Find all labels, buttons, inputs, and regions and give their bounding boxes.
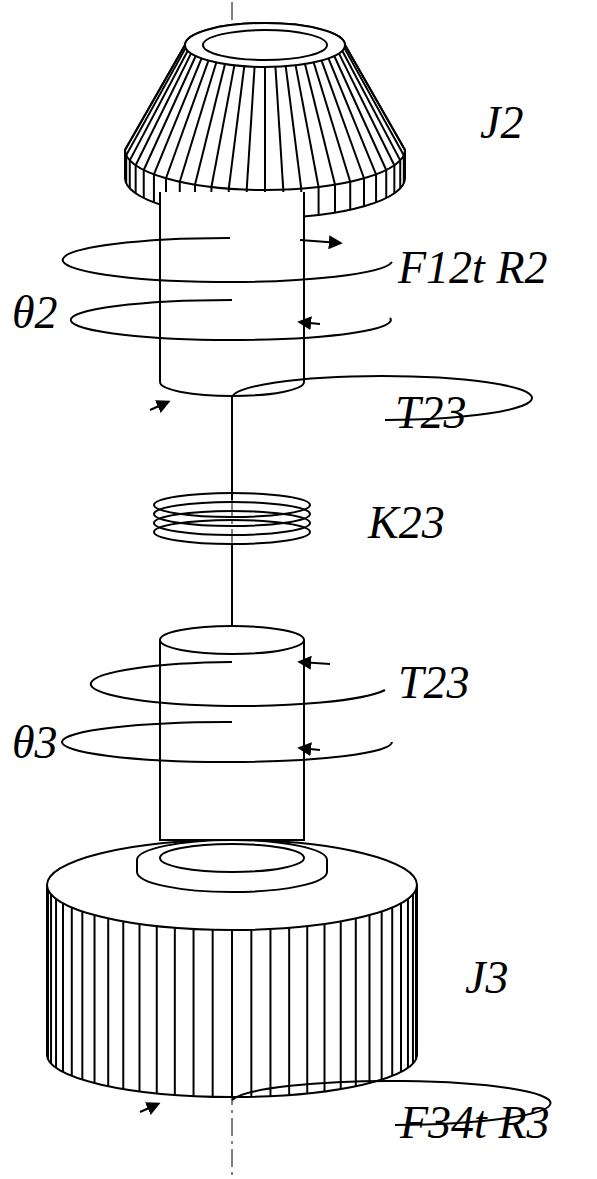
tooth-line: [55, 899, 57, 1068]
upper-shaft: [160, 192, 304, 396]
tooth-line: [403, 155, 405, 183]
spur-gear: [47, 840, 417, 1097]
tooth-line: [130, 51, 188, 161]
tooth-line: [306, 926, 308, 1093]
tooth-line: [368, 915, 370, 1083]
symbol-label: θ2: [12, 290, 58, 336]
tooth-line: [363, 178, 365, 206]
tooth-line: [334, 185, 336, 213]
tooth-line: [412, 894, 414, 1063]
tooth-line: [94, 915, 96, 1083]
tooth-line: [81, 911, 83, 1079]
tooth-line: [174, 928, 176, 1095]
tooth-line: [324, 924, 326, 1091]
symbol-label: F34t R3: [400, 1100, 549, 1146]
tooth-line: [139, 924, 141, 1091]
tooth-line: [136, 53, 191, 165]
tooth-line: [153, 174, 155, 202]
tooth-line: [340, 921, 342, 1089]
tooth-line: [318, 187, 320, 215]
tooth-line: [339, 53, 394, 165]
tooth-line: [269, 929, 271, 1096]
tooth-line: [250, 930, 252, 1097]
tooth-line: [122, 921, 124, 1089]
symbol-label: K23: [368, 500, 445, 546]
tooth-line: [400, 903, 402, 1072]
symbol-label: J3: [465, 955, 508, 1001]
tooth-line: [247, 67, 255, 190]
tooth-line: [349, 182, 351, 210]
tooth-line: [125, 45, 185, 150]
tooth-line: [129, 160, 131, 188]
tooth-line: [50, 894, 52, 1063]
tooth-line: [288, 928, 290, 1095]
tooth-line: [231, 930, 233, 1097]
tooth-line: [328, 58, 376, 174]
symbol-label: F12t R2: [398, 245, 547, 291]
symbol-label: T23: [398, 660, 470, 706]
tooth-line: [407, 899, 409, 1068]
tooth-line: [154, 58, 202, 174]
tooth-line: [385, 170, 387, 198]
tooth-line: [344, 48, 403, 155]
tooth-line: [71, 908, 73, 1077]
tooth-line: [135, 165, 137, 193]
tooth-line: [399, 160, 401, 188]
tooth-line: [275, 67, 283, 190]
tooth-line: [47, 890, 49, 1060]
tooth-line: [415, 890, 417, 1060]
tooth-line: [391, 908, 393, 1077]
tooth-line: [264, 67, 266, 190]
lower-shaft: [160, 626, 304, 840]
tooth-line: [124, 150, 126, 178]
tooth-line: [211, 65, 234, 187]
tooth-line: [143, 170, 145, 198]
symbol-label: θ3: [12, 720, 58, 766]
tooth-line: [62, 903, 64, 1072]
tooth-line: [193, 929, 195, 1096]
symbol-label: T23: [395, 390, 467, 436]
bevel-gear: [125, 23, 405, 218]
tooth-line: [286, 66, 302, 188]
symbol-label: J2: [480, 100, 523, 146]
tooth-line: [393, 165, 395, 193]
tooth-line: [381, 911, 383, 1079]
tooth-line: [305, 64, 335, 185]
tooth-line: [107, 918, 109, 1086]
tooth-line: [375, 174, 377, 202]
tooth-line: [355, 918, 357, 1086]
tooth-line: [156, 926, 158, 1093]
torsion-spring: [154, 396, 310, 630]
tooth-line: [126, 48, 185, 155]
torque-arrows-lower: [62, 662, 392, 762]
tooth-line: [212, 930, 214, 1097]
